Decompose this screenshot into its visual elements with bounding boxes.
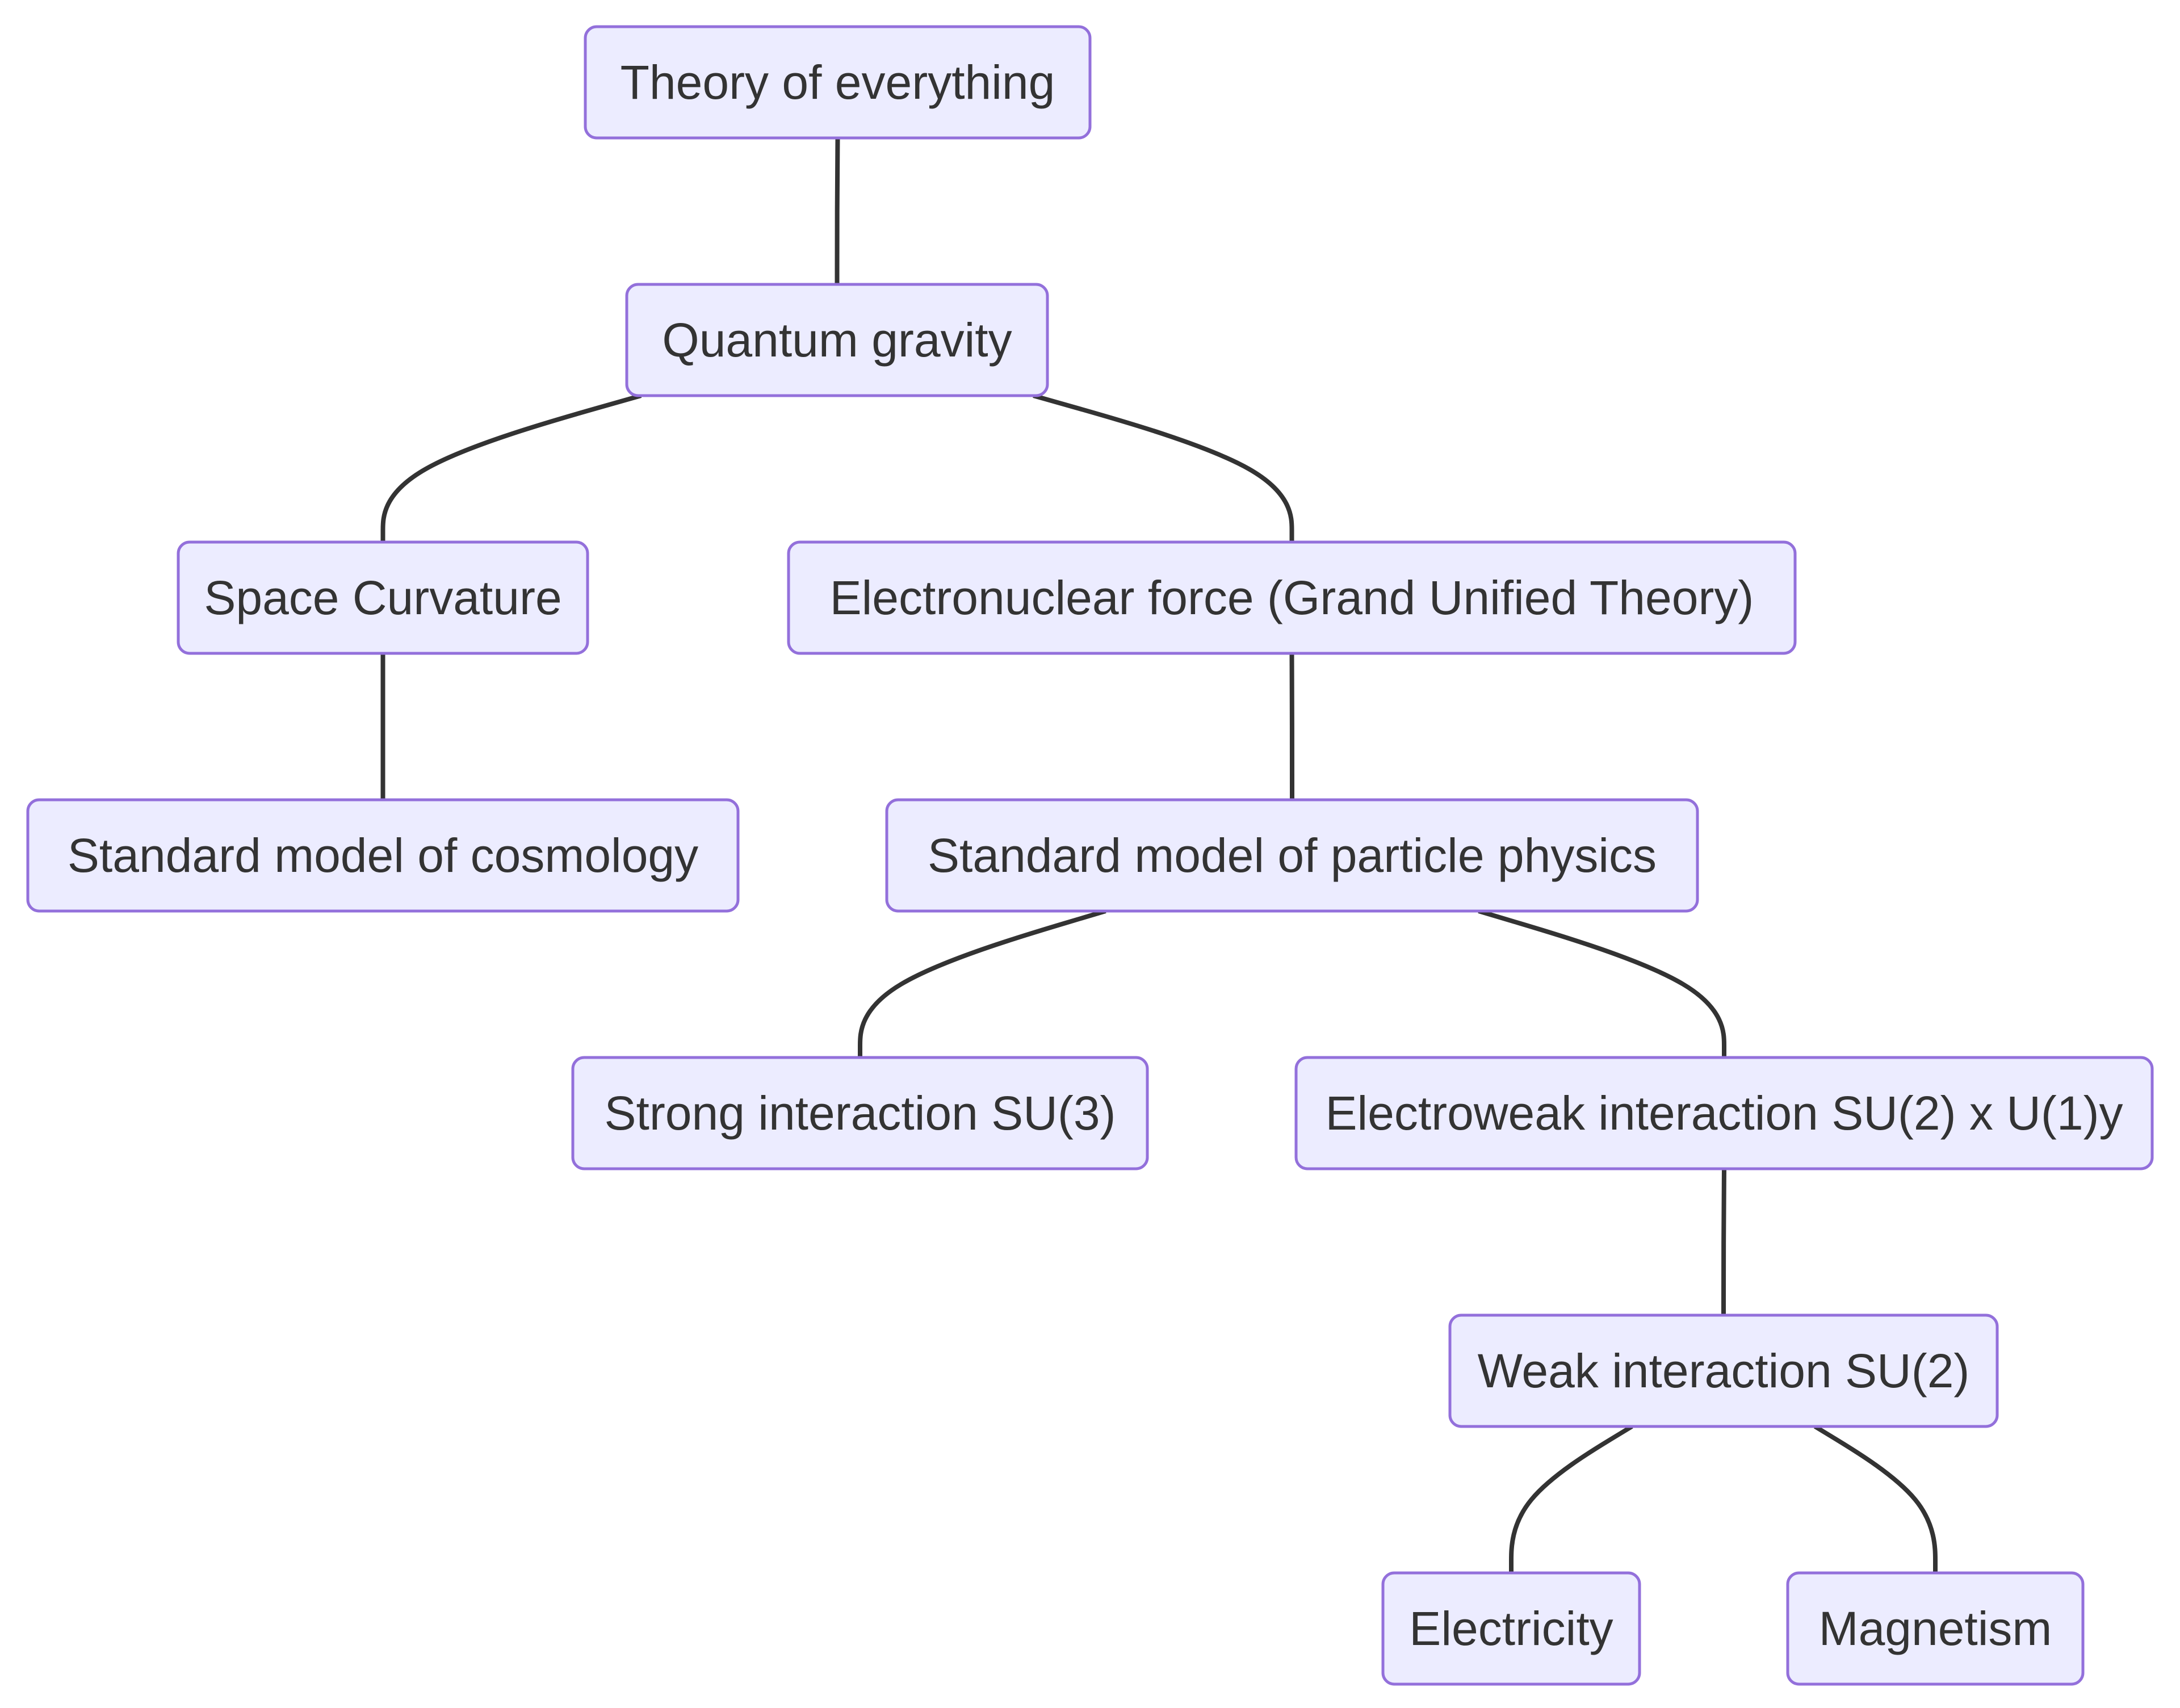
node-sc[interactable]: Space Curvature bbox=[177, 540, 589, 655]
edge-weak-to-elec bbox=[1509, 1424, 1633, 1573]
node-smc[interactable]: Standard model of cosmology bbox=[26, 798, 740, 913]
node-box[interactable] bbox=[1448, 1313, 1999, 1428]
node-qg[interactable]: Quantum gravity bbox=[625, 283, 1049, 397]
node-smpp[interactable]: Standard model of particle physics bbox=[885, 798, 1699, 913]
edge-toe-to-qg bbox=[835, 137, 840, 284]
node-box[interactable] bbox=[787, 540, 1797, 655]
node-box[interactable] bbox=[1294, 1056, 2154, 1170]
node-box[interactable] bbox=[177, 540, 589, 655]
node-label: Quantum gravity bbox=[662, 313, 1012, 367]
edge-weak-to-mag bbox=[1813, 1424, 1938, 1573]
node-label: Strong interaction SU(3) bbox=[604, 1086, 1116, 1140]
node-label: Weak interaction SU(2) bbox=[1478, 1344, 1970, 1398]
node-toe[interactable]: Theory of everything bbox=[584, 25, 1092, 140]
node-label: Space Curvature bbox=[204, 571, 561, 624]
node-box[interactable] bbox=[571, 1056, 1149, 1170]
edge-smpp-to-strong bbox=[858, 909, 1106, 1057]
node-box[interactable] bbox=[625, 283, 1049, 397]
node-strong[interactable]: Strong interaction SU(3) bbox=[571, 1056, 1149, 1170]
node-ew[interactable]: Electroweak interaction SU(2) x U(1)y bbox=[1294, 1056, 2154, 1170]
node-box[interactable] bbox=[1381, 1571, 1641, 1686]
node-label: Magnetism bbox=[1819, 1602, 2052, 1655]
node-elec[interactable]: Electricity bbox=[1381, 1571, 1641, 1686]
node-label: Electronuclear force (Grand Unified Theo… bbox=[830, 571, 1754, 624]
edges-layer bbox=[380, 137, 1938, 1573]
node-box[interactable] bbox=[26, 798, 740, 913]
edge-qg-to-sc bbox=[380, 393, 642, 542]
edge-smpp-to-ew bbox=[1478, 909, 1726, 1057]
node-box[interactable] bbox=[1786, 1571, 2085, 1686]
node-mag[interactable]: Magnetism bbox=[1786, 1571, 2085, 1686]
node-weak[interactable]: Weak interaction SU(2) bbox=[1448, 1313, 1999, 1428]
node-enf[interactable]: Electronuclear force (Grand Unified Theo… bbox=[787, 540, 1797, 655]
node-label: Standard model of particle physics bbox=[928, 829, 1657, 882]
node-label: Theory of everything bbox=[621, 56, 1055, 109]
node-label: Standard model of cosmology bbox=[68, 829, 698, 882]
node-box[interactable] bbox=[584, 25, 1092, 140]
node-label: Electroweak interaction SU(2) x U(1)y bbox=[1325, 1086, 2123, 1140]
node-label: Electricity bbox=[1409, 1602, 1613, 1655]
edge-qg-to-enf bbox=[1033, 393, 1294, 542]
node-box[interactable] bbox=[885, 798, 1699, 913]
edge-enf-to-smpp bbox=[1289, 653, 1294, 800]
